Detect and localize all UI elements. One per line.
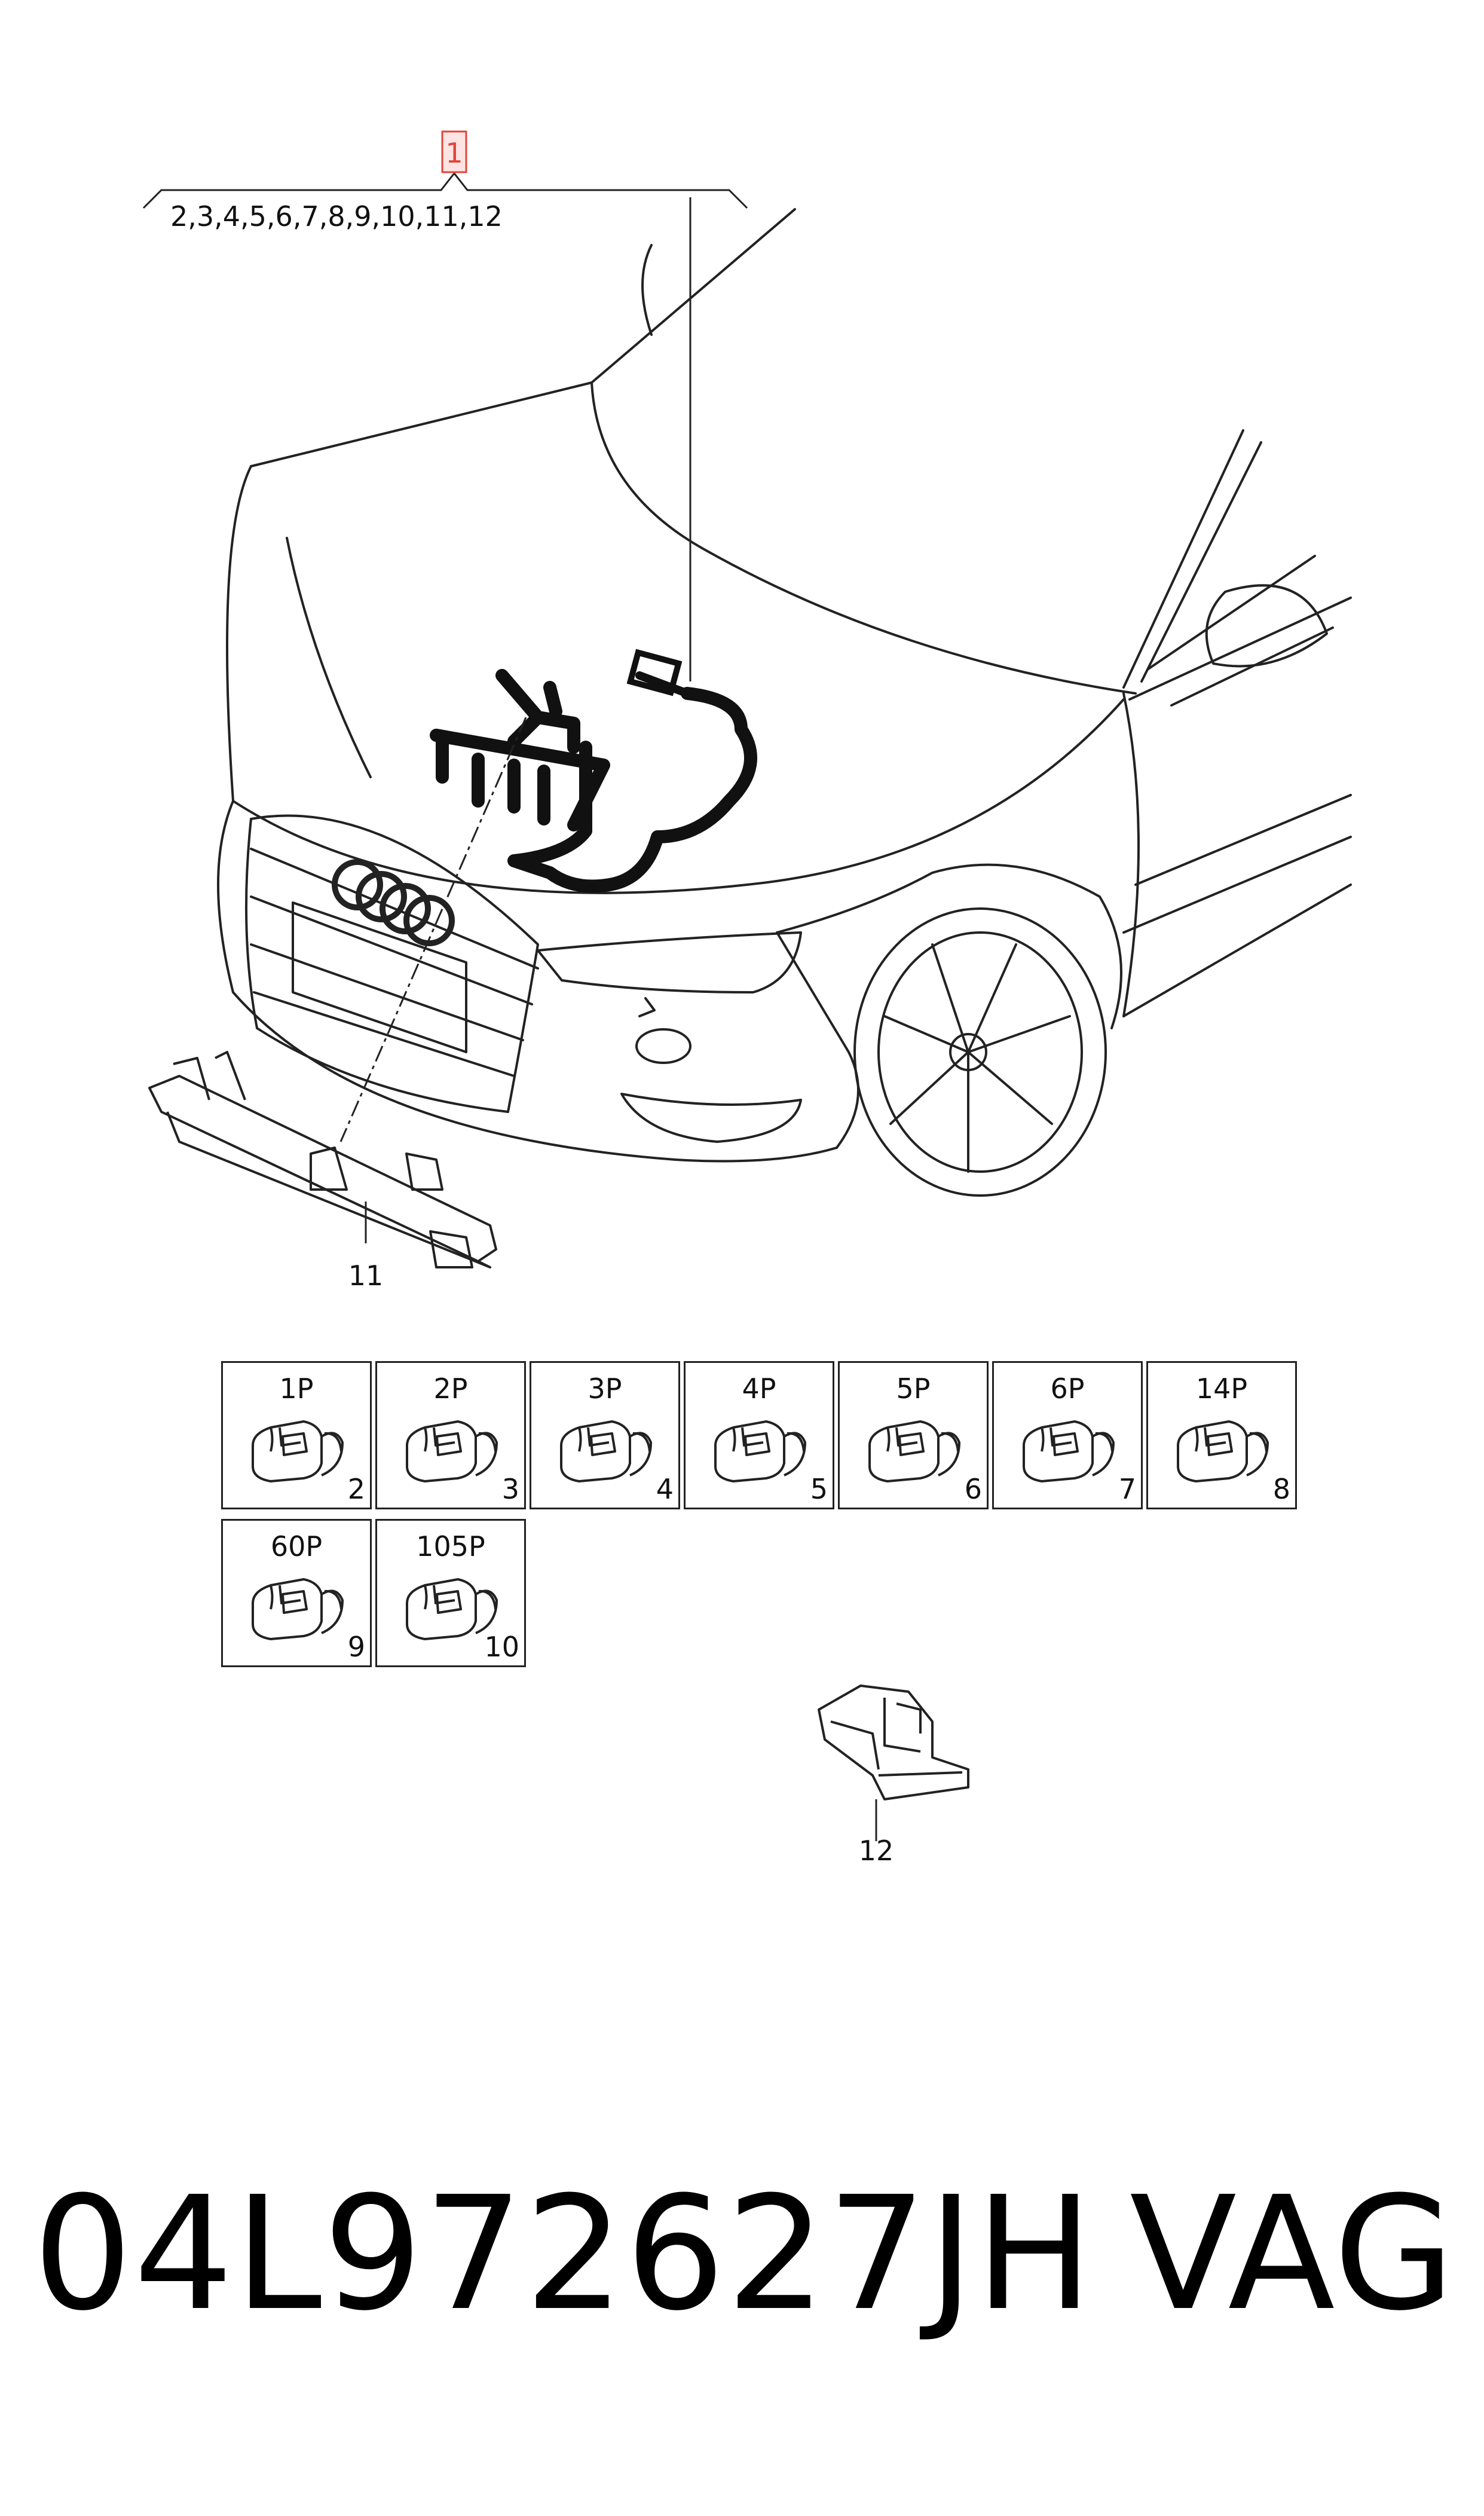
callout-bracket [142, 173, 748, 209]
callout-1-box[interactable] [441, 130, 467, 173]
connector-number: 4 [656, 1473, 674, 1505]
connector-pins: 3P [588, 1372, 622, 1405]
connector-cell[interactable]: 3P 4 [530, 1361, 680, 1509]
wiring-harness[interactable] [430, 669, 757, 893]
holder-12[interactable] [818, 1685, 969, 1800]
harness-connector-box [626, 649, 683, 696]
connector-pins: 14P [1195, 1372, 1248, 1405]
connector-number: 10 [484, 1631, 519, 1663]
grille [245, 814, 539, 1113]
connector-number: 7 [1118, 1473, 1136, 1505]
connector-cell[interactable]: 14P 8 [1146, 1361, 1297, 1509]
part-number: 04L972627JH [33, 2163, 1094, 2345]
connector-cell[interactable]: 6P 7 [992, 1361, 1143, 1509]
connector-pins: 2P [433, 1372, 468, 1405]
connector-cell[interactable]: 2P 3 [375, 1361, 526, 1509]
headlight [537, 931, 802, 993]
license-plate [292, 901, 467, 1053]
mirror [1205, 584, 1328, 668]
connector-pins: 5P [896, 1372, 931, 1405]
connector-cell[interactable]: 105P 10 [375, 1519, 526, 1667]
label-12: 12 [859, 1835, 894, 1865]
connector-cell[interactable]: 60P 9 [221, 1519, 372, 1667]
connector-cell[interactable]: 4P 5 [684, 1361, 834, 1509]
connector-number: 8 [1272, 1473, 1290, 1505]
connector-pins: 60P [270, 1530, 323, 1563]
brand-rings [332, 859, 455, 946]
connector-pins: 6P [1050, 1372, 1085, 1405]
connector-number: 5 [810, 1473, 828, 1505]
car-outline [217, 208, 1352, 1197]
connector-pins: 1P [279, 1372, 314, 1405]
parts-diagram: 1 2,3,4,5,6,7,8,9,10,11,12 [142, 130, 1352, 1865]
callout-1-label: 1 [445, 137, 463, 169]
label-11: 11 [348, 1259, 384, 1292]
connector-number: 3 [501, 1473, 519, 1505]
bracket-11[interactable] [148, 1051, 497, 1268]
connector-number: 9 [347, 1631, 365, 1663]
callout-group: 1 2,3,4,5,6,7,8,9,10,11,12 [142, 130, 748, 681]
callout-subitems-label: 2,3,4,5,6,7,8,9,10,11,12 [170, 200, 503, 233]
brand-label: VAG [1130, 2163, 1457, 2345]
connector-cell[interactable]: 5P 6 [838, 1361, 989, 1509]
connector-cell[interactable]: 1P 2 [221, 1361, 372, 1509]
connector-pins: 105P [416, 1530, 485, 1563]
leader-line-bracket [339, 717, 527, 1142]
connector-number: 6 [964, 1473, 982, 1505]
wheel [853, 907, 1107, 1197]
connector-pins: 4P [742, 1372, 776, 1405]
connector-number: 2 [347, 1473, 365, 1505]
